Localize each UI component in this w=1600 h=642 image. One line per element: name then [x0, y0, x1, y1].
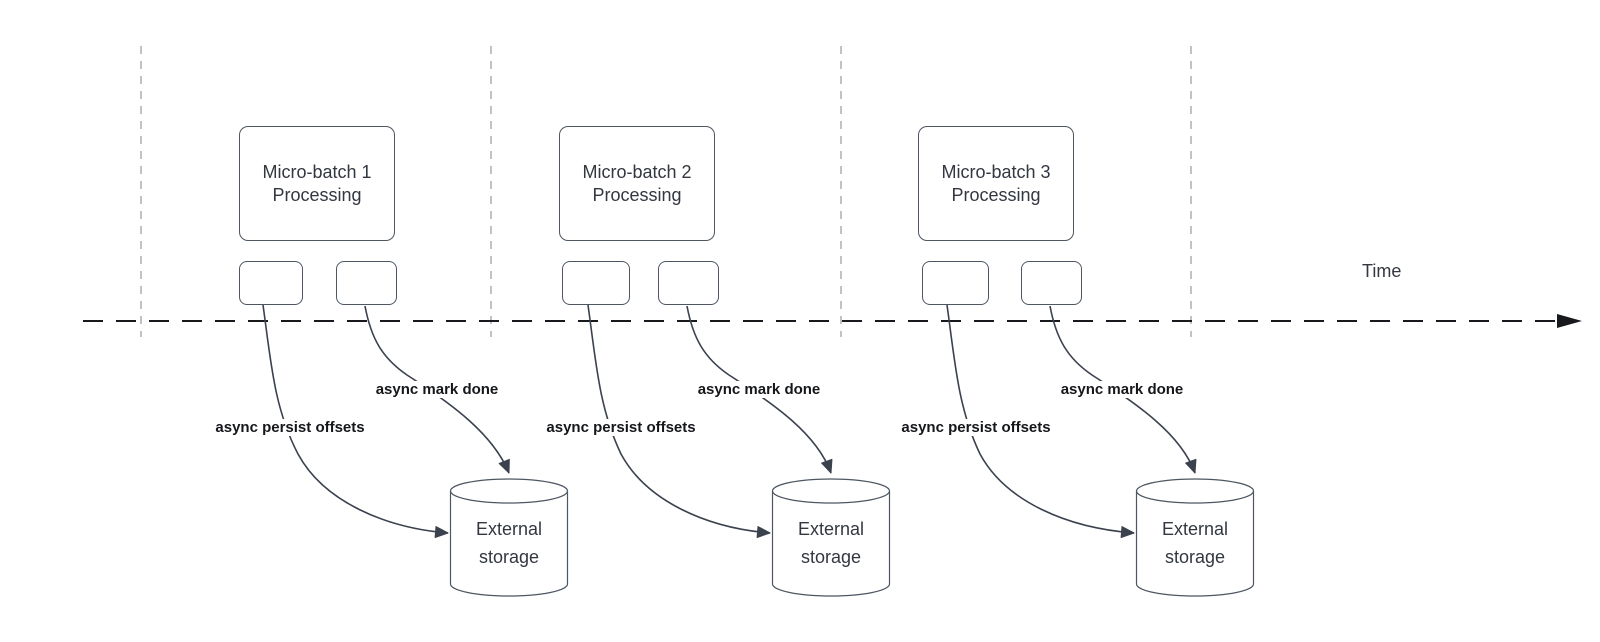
- external-storage-cylinder-1: [449, 478, 569, 597]
- mark-done-arrow-1: [364, 305, 510, 474]
- mark-done-arrow-2: [686, 305, 833, 474]
- persist-offsets-arrow-3: [946, 304, 1135, 539]
- micro-batch-3-box: Micro-batch 3 Processing: [918, 126, 1074, 241]
- micro-batch-3-title: Micro-batch 3: [941, 161, 1051, 182]
- mark-done-arrow-3: [1049, 305, 1197, 474]
- external-storage-cylinder-3: [1135, 478, 1255, 597]
- micro-batch-2-subtitle: Processing: [592, 184, 682, 205]
- micro-batch-1-title: Micro-batch 1: [262, 161, 372, 182]
- persist-offsets-arrow-1: [262, 304, 449, 538]
- time-axis-arrowhead-icon: [1557, 314, 1582, 328]
- offset-commit-node-2: [562, 261, 630, 305]
- external-storage-label-1: External storage: [475, 519, 543, 567]
- persist-offsets-arrow-2: [587, 304, 771, 538]
- mark-done-label-3: async mark done: [1057, 381, 1187, 398]
- mark-done-node-2: [658, 261, 719, 305]
- mark-done-node-3: [1021, 261, 1082, 305]
- persist-offsets-label-2: async persist offsets: [543, 419, 699, 436]
- mark-done-node-1: [336, 261, 397, 305]
- micro-batch-2-box: Micro-batch 2 Processing: [559, 126, 715, 241]
- mark-done-label-2: async mark done: [694, 381, 824, 398]
- external-storage-label-2: External storage: [797, 519, 865, 567]
- micro-batch-1-box: Micro-batch 1 Processing: [239, 126, 395, 241]
- offset-commit-node-3: [922, 261, 989, 305]
- external-storage-cylinder-2: [771, 478, 891, 597]
- mark-done-label-1: async mark done: [372, 381, 502, 398]
- micro-batch-2-title: Micro-batch 2: [582, 161, 692, 182]
- offset-commit-node-1: [239, 261, 303, 305]
- micro-batch-3-subtitle: Processing: [951, 184, 1041, 205]
- time-axis-label: Time: [1362, 261, 1402, 281]
- persist-offsets-label-3: async persist offsets: [898, 419, 1054, 436]
- persist-offsets-label-1: async persist offsets: [212, 419, 368, 436]
- external-storage-label-3: External storage: [1161, 519, 1229, 567]
- micro-batch-1-subtitle: Processing: [272, 184, 362, 205]
